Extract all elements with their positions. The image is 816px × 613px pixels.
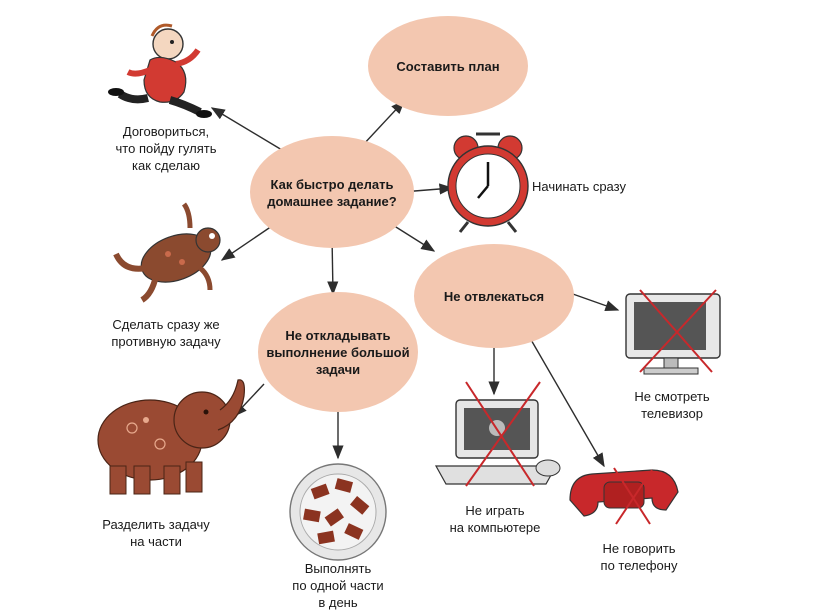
arrow-center-to-walk [210, 107, 283, 151]
arrow-nodistract-to-tv [569, 292, 620, 312]
node-no-distract [414, 244, 574, 348]
frog-illustration [113, 202, 221, 303]
arrow-nodistract-to-phone [529, 337, 605, 468]
computer-label: Не играть на компьютере [449, 503, 541, 535]
computer-illustration [434, 381, 561, 487]
phone-label: Не говорить по телефону [600, 541, 678, 573]
chocolate-plate-illustration [289, 463, 387, 561]
node-no-delay [258, 292, 418, 412]
no-distract-node-text: Не отвлекаться [443, 289, 545, 304]
no-delay-node-text: Не откладывать выполнение большой задачи [266, 328, 410, 377]
frog-label: Сделать сразу же противную задачу [111, 317, 221, 349]
tv-illustration [625, 289, 721, 375]
walk-label: Договориться, что пойду гулять как сдела… [115, 124, 217, 173]
plan-node-text: Составить план [396, 59, 500, 74]
running-man-illustration [108, 23, 212, 118]
pieces-label: Выполнять по одной части в день [292, 561, 384, 610]
center-question-text: Как быстро делать домашнее задание? [267, 177, 397, 209]
node-center [250, 136, 414, 248]
elephant-label: Разделить задачу на части [102, 517, 210, 549]
alarm-clock-illustration [447, 132, 529, 233]
arrow-center-to-frog [220, 225, 273, 261]
arrow-center-to-plan [361, 99, 405, 147]
tv-label: Не смотреть телевизор [634, 389, 710, 421]
node-plan [368, 16, 528, 116]
elephant-illustration [97, 379, 245, 495]
start-now-label: Начинать сразу [532, 179, 626, 194]
phone-illustration [569, 467, 679, 525]
